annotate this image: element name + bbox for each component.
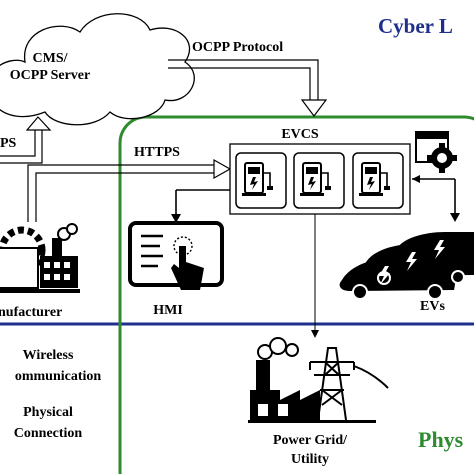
manufacturer-label: nufacturer <box>0 305 62 320</box>
evcs-evs-arrow <box>412 175 460 222</box>
evcs-grid-arrow <box>311 214 319 338</box>
charger-icon <box>293 152 345 209</box>
cms-label-line1: CMS/ <box>33 51 69 66</box>
physical-connection-line1: Physical <box>23 405 73 420</box>
wireless-label-line1: Wireless <box>23 348 74 363</box>
https-main-label: HTTPS <box>134 145 180 160</box>
hmi-touch-icon <box>128 221 224 290</box>
evs-label: EVs <box>420 299 445 314</box>
https-left-arrow <box>0 116 52 164</box>
evcs-label: EVCS <box>281 127 319 142</box>
power-plant-icon <box>250 337 320 420</box>
ground-line <box>248 420 376 423</box>
evcs-hmi-arrow <box>171 189 230 223</box>
charger-icon <box>352 152 404 209</box>
power-grid-label-line1: Power Grid/ <box>273 433 348 448</box>
charger-icon <box>235 152 287 209</box>
ocpp-protocol-label: OCPP Protocol <box>192 40 283 55</box>
cloud-icon <box>0 13 195 126</box>
wireless-label-line2: ommunication <box>15 369 102 384</box>
cyber-layer-box <box>0 322 474 326</box>
hmi-label: HMI <box>153 303 183 318</box>
physical-layer-box <box>118 115 474 474</box>
power-grid-label-line2: Utility <box>291 452 329 467</box>
physical-connection-line2: Connection <box>14 426 83 441</box>
ev-cars-icon <box>339 232 474 300</box>
cms-label-line2: OCPP Server <box>10 68 90 83</box>
physical-layer-label: Phys <box>418 427 464 452</box>
https-main-arrow <box>27 158 232 222</box>
gear-window-icon <box>415 131 457 173</box>
factory-gear-icon <box>0 223 80 293</box>
cyber-layer-label: Cyber L <box>378 14 453 38</box>
transmission-tower-icon <box>309 347 389 421</box>
https-left-label: PS <box>0 136 17 151</box>
ocpp-arrow <box>168 59 328 117</box>
